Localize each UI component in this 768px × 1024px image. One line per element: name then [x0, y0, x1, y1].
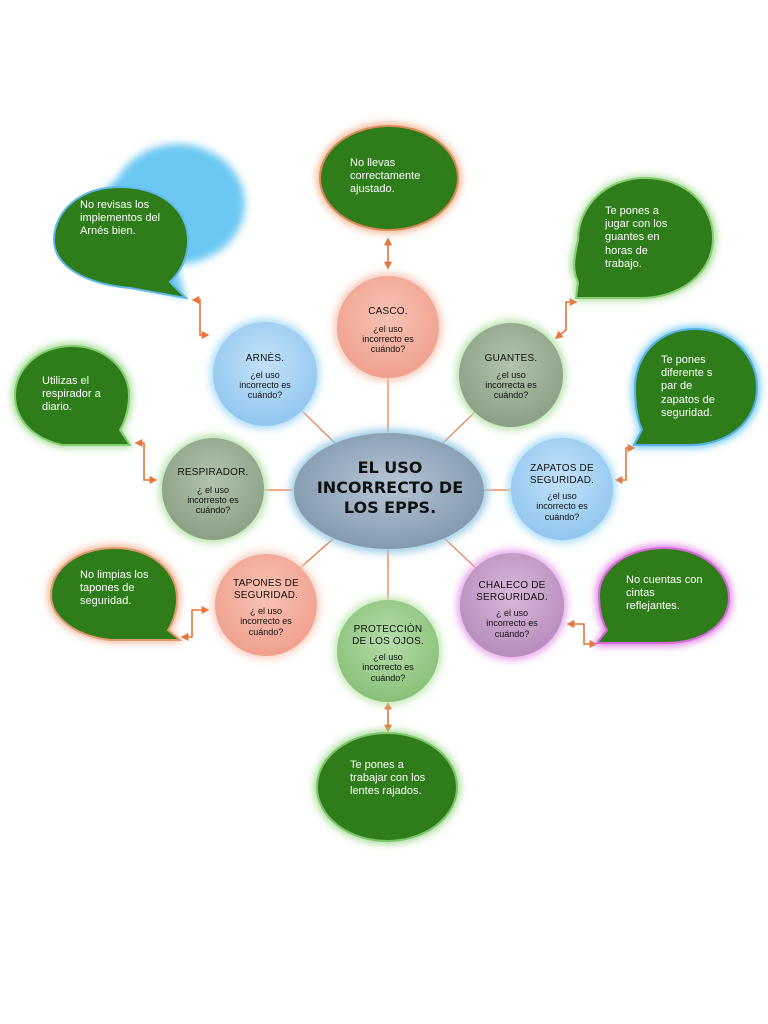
bubble-guantes — [570, 176, 716, 300]
bubble-casco — [317, 123, 461, 233]
connector-respirador — [134, 439, 158, 484]
bubble-zapatos — [632, 326, 760, 448]
node-chaleco[interactable] — [457, 550, 567, 660]
bubble-arnes — [52, 144, 245, 300]
connector-arnes — [191, 296, 210, 339]
connector-guantes — [554, 298, 578, 339]
connectors — [134, 237, 636, 733]
node-proteccion[interactable] — [334, 597, 442, 705]
node-zapatos[interactable] — [508, 435, 616, 543]
spoke-tapones — [299, 537, 335, 569]
bubble-proteccion — [314, 730, 460, 844]
spoke-arnes — [299, 408, 337, 445]
spokes — [262, 377, 512, 602]
node-casco[interactable] — [334, 273, 442, 381]
node-respirador[interactable] — [159, 435, 267, 543]
connector-tapones — [180, 606, 210, 641]
spoke-chaleco — [443, 537, 479, 571]
node-tapones[interactable] — [212, 551, 320, 659]
node-guantes[interactable] — [456, 320, 566, 430]
bubbles — [12, 123, 760, 844]
connector-chaleco — [566, 620, 598, 648]
spoke-guantes — [441, 410, 477, 445]
center-node[interactable] — [290, 429, 488, 553]
node-arnes[interactable] — [210, 319, 320, 429]
connector-zapatos — [614, 444, 636, 484]
nodes — [159, 273, 616, 705]
bubble-respirador — [12, 343, 132, 447]
bubble-chaleco — [594, 545, 732, 646]
bubble-tapones — [48, 545, 183, 642]
